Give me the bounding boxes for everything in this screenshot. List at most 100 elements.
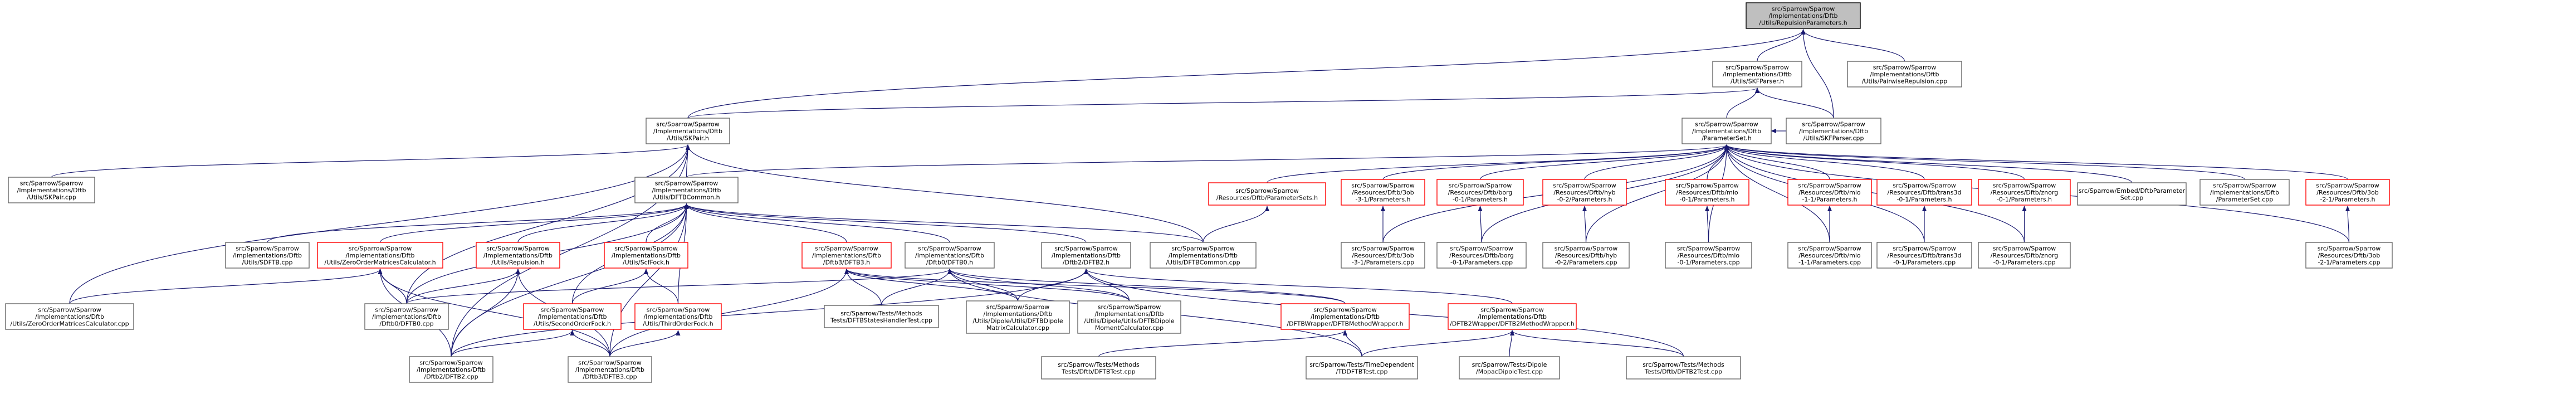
node-label-line: /Utils/SDFTB.cpp	[242, 259, 293, 266]
graph-node-znorg01-h[interactable]: src/Sparrow/Sparrow/Resources/Dftb/znorg…	[1978, 179, 2071, 206]
graph-node-second-h[interactable]: src/Sparrow/Sparrow/Implementations/Dftb…	[523, 303, 622, 330]
node-label-line: /Implementations/Dftb	[644, 313, 713, 320]
graph-node-mio01-h[interactable]: src/Sparrow/Sparrow/Resources/Dftb/mio-0…	[1665, 179, 1749, 206]
dependency-edge	[1098, 330, 1347, 357]
graph-node-mio01-cpp[interactable]: src/Sparrow/Sparrow/Resources/Dftb/mio-0…	[1665, 242, 1752, 269]
node-label-line: /Resources/Dftb/3ob	[1352, 189, 1414, 196]
graph-node-dftbcommon-h[interactable]: src/Sparrow/Sparrow/Implementations/Dftb…	[634, 177, 739, 203]
graph-node-repulsion-h[interactable]: src/Sparrow/Sparrow/Implementations/Dftb…	[476, 242, 560, 269]
graph-node-dftb2-cpp[interactable]: src/Sparrow/Sparrow/Implementations/Dftb…	[409, 356, 493, 383]
graph-node-dftb2wrap-h[interactable]: src/Sparrow/Sparrow/Implementations/Dftb…	[1448, 303, 1577, 330]
node-label-line: Tests/Dftb/DFTB2Test.cpp	[1644, 368, 1722, 375]
graph-node-dftbtest-cpp[interactable]: src/Sparrow/Tests/MethodsTests/Dftb/DFTB…	[1041, 356, 1156, 380]
dependency-edge	[687, 29, 1806, 119]
node-label-line: /Implementations/Dftb	[915, 252, 984, 259]
node-label-line: /Utils/ThirdOrderFock.h	[643, 320, 713, 328]
dependency-edge	[1724, 144, 2025, 243]
node-label-line: /Resources/Dftb/3ob	[2318, 252, 2380, 259]
graph-node-dftb2test-cpp[interactable]: src/Sparrow/Tests/MethodsTests/Dftb/DFTB…	[1626, 356, 1741, 380]
graph-node-sdftb-cpp[interactable]: src/Sparrow/Sparrow/Implementations/Dftb…	[225, 242, 310, 269]
graph-node-methwrap-h[interactable]: src/Sparrow/Sparrow/Implementations/Dftb…	[1280, 303, 1410, 330]
graph-node-mio31-cpp[interactable]: src/Sparrow/Sparrow/Resources/Dftb/3ob-3…	[1341, 242, 1425, 269]
graph-node-hyb02-h[interactable]: src/Sparrow/Sparrow/Resources/Dftb/hyb-0…	[1542, 179, 1627, 206]
node-label-line: /Utils/Dipole/Utils/DFTBDipole	[1084, 317, 1174, 324]
dependency-edge	[267, 203, 689, 243]
node-label-line: src/Sparrow/Sparrow	[349, 245, 412, 252]
node-label-line: -2-1/Parameters.cpp	[2318, 259, 2380, 266]
node-label-line: src/Sparrow/Tests/Methods	[1643, 361, 1724, 368]
node-label-line: src/Sparrow/Sparrow	[986, 303, 1050, 310]
graph-node-dftbcommon-cpp[interactable]: src/Sparrow/Sparrow/Implementations/Dftb…	[1150, 242, 1257, 269]
graph-node-hyb02-cpp[interactable]: src/Sparrow/Sparrow/Resources/Dftb/hyb-0…	[1542, 242, 1630, 269]
node-label-line: /DFTBWrapper/DFTBMethodWrapper.h	[1287, 320, 1403, 328]
node-label-line: -0-1/Parameters.h	[1896, 196, 1952, 203]
graph-node-mio11-h[interactable]: src/Sparrow/Sparrow/Resources/Dftb/mio-1…	[1787, 179, 1872, 206]
graph-node-third-h[interactable]: src/Sparrow/Sparrow/Implementations/Dftb…	[634, 303, 722, 330]
dependency-edge	[1510, 330, 1684, 357]
node-label-line: src/Sparrow/Sparrow	[1351, 245, 1415, 252]
graph-node-zeroorder-h[interactable]: src/Sparrow/Sparrow/Implementations/Dftb…	[317, 242, 443, 269]
node-label-line: /MopacDipoleTest.cpp	[1476, 368, 1543, 375]
graph-node-dipmom-cpp[interactable]: src/Sparrow/Sparrow/Implementations/Dftb…	[1077, 300, 1181, 334]
graph-node-dftb2-h[interactable]: src/Sparrow/Sparrow/Implementations/Dftb…	[1041, 242, 1131, 269]
graph-node-root[interactable]: src/Sparrow/Sparrow/Implementations/Dftb…	[1746, 2, 1861, 29]
node-label-line: /Dftb3/DFTB3.h	[823, 259, 870, 266]
node-label-line: /Resources/Dftb/ParameterSets.h	[1216, 194, 1318, 201]
node-label-line: MatrixCalculator.cpp	[986, 324, 1049, 332]
node-label-line: -2-1/Parameters.h	[2320, 196, 2375, 203]
dependency-edge	[406, 269, 952, 304]
graph-node-trans01-cpp[interactable]: src/Sparrow/Sparrow/Resources/Dftb/trans…	[1876, 242, 1972, 269]
graph-node-ob21-cpp[interactable]: src/Sparrow/Sparrow/Resources/Dftb/3ob-2…	[2305, 242, 2393, 269]
graph-node-skfparser-cpp[interactable]: src/Sparrow/Sparrow/Implementations/Dftb…	[1786, 118, 1881, 144]
node-label-line: /Resources/Dftb/mio	[1798, 189, 1861, 196]
graph-node-paramset-h[interactable]: src/Sparrow/Sparrow/Implementations/Dftb…	[1682, 118, 1772, 144]
graph-node-dipmat-cpp[interactable]: src/Sparrow/Sparrow/Implementations/Dftb…	[966, 300, 1070, 334]
node-label-line: /Resources/Dftb/3ob	[1352, 252, 1414, 259]
dependency-edge	[1724, 144, 1830, 243]
graph-node-dftb3-h[interactable]: src/Sparrow/Sparrow/Implementations/Dftb…	[801, 242, 892, 269]
graph-node-znorg01-cpp[interactable]: src/Sparrow/Sparrow/Resources/Dftb/znorg…	[1978, 242, 2071, 269]
dependency-edge	[644, 269, 679, 304]
dependency-edge	[844, 269, 882, 306]
node-label-line: src/Sparrow/Sparrow	[1726, 64, 1789, 71]
node-label-line: /Resources/Dftb/trans3d	[1888, 189, 1962, 196]
node-label-line: src/Sparrow/Sparrow	[541, 307, 604, 314]
dependency-edge	[451, 330, 575, 357]
node-label-line: -0-1/Parameters.h	[1679, 196, 1734, 203]
graph-node-trans01-h[interactable]: src/Sparrow/Sparrow/Resources/Dftb/trans…	[1876, 179, 1972, 206]
graph-node-dftb0-h[interactable]: src/Sparrow/Sparrow/Implementations/Dftb…	[905, 242, 995, 269]
graph-node-borg01-cpp[interactable]: src/Sparrow/Sparrow/Resources/Dftb/borg-…	[1436, 242, 1527, 269]
graph-node-ob21-h[interactable]: src/Sparrow/Sparrow/Resources/Dftb/3ob-2…	[2305, 179, 2390, 206]
graph-node-dftb3-cpp[interactable]: src/Sparrow/Sparrow/Implementations/Dftb…	[568, 356, 652, 383]
graph-node-mio31-h[interactable]: src/Sparrow/Sparrow/Resources/Dftb/3ob-3…	[1341, 179, 1425, 206]
node-label-line: /Implementations/Dftb	[612, 252, 681, 259]
dependency-edge	[69, 144, 690, 304]
node-label-line: /Dftb2/DFTB2.h	[1063, 259, 1109, 266]
dependency-edge	[844, 269, 1346, 304]
node-label-line: /Resources/Dftb/znorg	[1991, 252, 2059, 259]
graph-node-zeroorder-cpp[interactable]: src/Sparrow/Sparrow/Implementations/Dftb…	[5, 303, 134, 330]
node-label-line: -0-1/Parameters.h	[1997, 196, 2052, 203]
node-label-line: src/Sparrow/Sparrow	[1553, 182, 1616, 189]
graph-node-states-cpp[interactable]: src/Sparrow/Tests/MethodsTests/DFTBState…	[824, 305, 939, 328]
graph-node-mio11-cpp[interactable]: src/Sparrow/Sparrow/Resources/Dftb/mio-1…	[1787, 242, 1872, 269]
graph-node-scffock-h[interactable]: src/Sparrow/Sparrow/Implementations/Dftb…	[604, 242, 688, 269]
graph-node-tddftb-cpp[interactable]: src/Sparrow/Tests/TimeDependent/TDDFTBTe…	[1306, 356, 1418, 380]
graph-node-res-paramsets-h[interactable]: src/Sparrow/Sparrow/Resources/Dftb/Param…	[1208, 182, 1326, 206]
graph-node-paramset-cpp[interactable]: src/Sparrow/Sparrow/Implementations/Dftb…	[2199, 179, 2290, 206]
graph-node-skpair-h[interactable]: src/Sparrow/Sparrow/Implementations/Dftb…	[646, 118, 730, 144]
graph-node-mopac-cpp[interactable]: src/Sparrow/Tests/Dipole/MopacDipoleTest…	[1459, 356, 1560, 380]
node-label-line: src/Sparrow/Sparrow	[1993, 182, 2056, 189]
node-label-line: src/Sparrow/Sparrow	[2318, 245, 2381, 252]
node-label-line: -0-1/Parameters.cpp	[1993, 259, 2055, 266]
node-label-line: /Implementations/Dftb	[233, 252, 302, 259]
graph-node-skfparser-h[interactable]: src/Sparrow/Sparrow/Implementations/Dftb…	[1712, 61, 1802, 87]
graph-node-skpair-cpp[interactable]: src/Sparrow/Sparrow/Implementations/Dftb…	[8, 177, 95, 203]
graph-node-pairwise-cpp[interactable]: src/Sparrow/Sparrow/Implementations/Dftb…	[1847, 61, 1962, 87]
node-label-line: /Implementations/Dftb	[35, 313, 104, 320]
node-label-line: /Implementations/Dftb	[372, 313, 441, 320]
graph-node-borg01-h[interactable]: src/Sparrow/Sparrow/Resources/Dftb/borg-…	[1436, 179, 1524, 206]
graph-node-dftb0-cpp[interactable]: src/Sparrow/Sparrow/Implementations/Dftb…	[364, 303, 449, 330]
